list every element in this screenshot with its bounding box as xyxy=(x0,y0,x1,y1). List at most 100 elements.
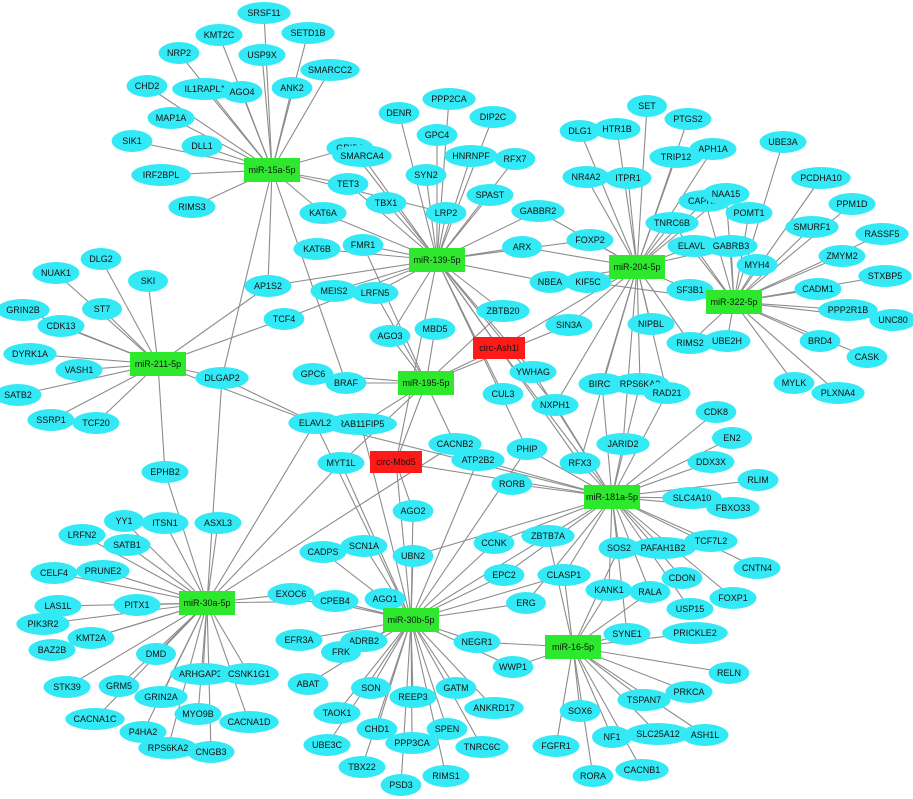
node-elavl3[interactable]: ELAVL3 xyxy=(667,235,721,257)
node-ddx3x[interactable]: DDX3X xyxy=(687,451,735,473)
node-dlgap2[interactable]: DLGAP2 xyxy=(195,367,249,389)
node-smurf1[interactable]: SMURF1 xyxy=(785,216,839,238)
node-rps6ka2[interactable]: RPS6KA2 xyxy=(138,737,198,759)
node-setd1b[interactable]: SETD1B xyxy=(281,22,335,44)
node-set[interactable]: SET xyxy=(627,95,667,117)
node-phip[interactable]: PHIP xyxy=(506,438,548,460)
node-kmt2c[interactable]: KMT2C xyxy=(195,24,243,46)
node-asxl3[interactable]: ASXL3 xyxy=(194,512,242,534)
node-meis2[interactable]: MEIS2 xyxy=(310,280,358,302)
node-dll1[interactable]: DLL1 xyxy=(181,135,223,157)
node-foxp1[interactable]: FOXP1 xyxy=(709,587,757,609)
node-tcf4[interactable]: TCF4 xyxy=(263,308,305,330)
node-grin2a[interactable]: GRIN2A xyxy=(134,686,188,708)
node-elavl2[interactable]: ELAVL2 xyxy=(288,412,342,434)
node-sf3b1[interactable]: SF3B1 xyxy=(666,279,714,301)
node-ski[interactable]: SKI xyxy=(128,270,168,292)
node-kat6b[interactable]: KAT6B xyxy=(293,238,341,260)
node-cngb3[interactable]: CNGB3 xyxy=(187,741,235,763)
node-dlg1[interactable]: DLG1 xyxy=(559,120,601,142)
node-mylk[interactable]: MYLK xyxy=(773,372,815,394)
node-atp2b2[interactable]: ATP2B2 xyxy=(451,449,505,471)
node-gabrb3[interactable]: GABRB3 xyxy=(704,235,758,257)
node-baz2b[interactable]: BAZ2B xyxy=(28,639,76,661)
node-efr3a[interactable]: EFR3A xyxy=(275,629,323,651)
node-gpc6[interactable]: GPC6 xyxy=(292,363,334,385)
node-rab11fip5[interactable]: RAB11FIP5 xyxy=(325,413,397,435)
node-clasp1[interactable]: CLASP1 xyxy=(537,564,591,586)
node-nuak1[interactable]: NUAK1 xyxy=(32,262,80,284)
node-birc6[interactable]: BIRC6 xyxy=(578,373,626,395)
node-cacna1c[interactable]: CACNA1C xyxy=(65,708,125,730)
node-son[interactable]: SON xyxy=(351,677,391,699)
node-nr4a2[interactable]: NR4A2 xyxy=(562,166,610,188)
node-circ-ash1l[interactable]: circ-Ash1l xyxy=(473,337,525,359)
node-cntn4[interactable]: CNTN4 xyxy=(733,557,781,579)
node-prune2[interactable]: PRUNE2 xyxy=(76,560,130,582)
node-usp9x[interactable]: USP9X xyxy=(238,44,286,66)
node-epc2[interactable]: EPC2 xyxy=(483,564,525,586)
node-stk39[interactable]: STK39 xyxy=(43,676,91,698)
node-mir-181a-5p[interactable]: miR-181a-5p xyxy=(584,485,640,509)
node-circ-mbd5[interactable]: circ-Mbd5 xyxy=(370,451,422,473)
node-mir-204-5p[interactable]: miR-204-5p xyxy=(609,255,665,279)
node-zbtb7a[interactable]: ZBTB7A xyxy=(521,525,575,547)
node-rorb[interactable]: RORB xyxy=(491,473,533,495)
node-nipbl[interactable]: NIPBL xyxy=(627,313,675,335)
node-rims3[interactable]: RIMS3 xyxy=(168,196,216,218)
node-mbd5[interactable]: MBD5 xyxy=(414,318,456,340)
node-fbxo33[interactable]: FBXO33 xyxy=(706,497,760,519)
node-ppm1d[interactable]: PPM1D xyxy=(828,193,876,215)
node-rfx3[interactable]: RFX3 xyxy=(559,452,601,474)
node-st7[interactable]: ST7 xyxy=(82,298,122,320)
node-cdk8[interactable]: CDK8 xyxy=(695,401,737,423)
node-tbx1[interactable]: TBX1 xyxy=(365,192,407,214)
node-wwp1[interactable]: WWP1 xyxy=(492,656,534,678)
node-tcf20[interactable]: TCF20 xyxy=(72,412,120,434)
node-mir-15a-5p[interactable]: miR-15a-5p xyxy=(244,158,300,182)
node-ppp2r1b[interactable]: PPP2R1B xyxy=(818,299,878,321)
node-ppp2ca[interactable]: PPP2CA xyxy=(422,88,476,110)
node-pafah1b2[interactable]: PAFAH1B2 xyxy=(630,537,696,559)
node-ankrd17[interactable]: ANKRD17 xyxy=(464,697,524,719)
node-tnrc6c[interactable]: TNRC6C xyxy=(455,736,509,758)
node-ccnk[interactable]: CCNK xyxy=(473,532,515,554)
node-itsn1[interactable]: ITSN1 xyxy=(141,512,189,534)
node-pomt1[interactable]: POMT1 xyxy=(725,202,773,224)
node-mir-211-5p[interactable]: miR-211-5p xyxy=(130,352,186,376)
node-arx[interactable]: ARX xyxy=(502,236,542,258)
node-lrp2[interactable]: LRP2 xyxy=(425,202,467,224)
node-slc25a12[interactable]: SLC25A12 xyxy=(625,723,691,745)
node-lrfn5[interactable]: LRFN5 xyxy=(351,282,399,304)
node-frk[interactable]: FRK xyxy=(321,641,361,663)
node-arhgap32[interactable]: ARHGAP32 xyxy=(170,663,236,685)
node-pitx1[interactable]: PITX1 xyxy=(113,594,161,616)
node-hnrnpf[interactable]: HNRNPF xyxy=(444,145,498,167)
node-cacnb1[interactable]: CACNB1 xyxy=(615,759,669,781)
node-taok1[interactable]: TAOK1 xyxy=(313,702,361,724)
node-gpc4[interactable]: GPC4 xyxy=(416,124,458,146)
node-chd2[interactable]: CHD2 xyxy=(126,75,168,97)
node-rad21[interactable]: RAD21 xyxy=(643,382,691,404)
node-mir-139-5p[interactable]: miR-139-5p xyxy=(409,248,465,272)
node-kif5c[interactable]: KIF5C xyxy=(564,271,612,293)
node-slc4a10[interactable]: SLC4A10 xyxy=(662,487,722,509)
node-cul3[interactable]: CUL3 xyxy=(482,383,524,405)
node-ube3a[interactable]: UBE3A xyxy=(759,131,807,153)
node-map1a[interactable]: MAP1A xyxy=(147,107,195,129)
node-kmt2a[interactable]: KMT2A xyxy=(67,627,115,649)
node-nxph1[interactable]: NXPH1 xyxy=(531,394,579,416)
node-dmd[interactable]: DMD xyxy=(136,643,176,665)
node-rlim[interactable]: RLIM xyxy=(737,469,779,491)
node-ago3[interactable]: AGO3 xyxy=(369,325,411,347)
node-p4ha2[interactable]: P4HA2 xyxy=(119,721,167,743)
node-tspan7[interactable]: TSPAN7 xyxy=(617,689,671,711)
node-usp15[interactable]: USP15 xyxy=(666,598,714,620)
node-yy1[interactable]: YY1 xyxy=(104,510,144,532)
node-reln[interactable]: RELN xyxy=(708,662,750,684)
node-scn1a[interactable]: SCN1A xyxy=(340,535,388,557)
node-nbea[interactable]: NBEA xyxy=(529,271,571,293)
node-cacnb2[interactable]: CACNB2 xyxy=(428,433,482,455)
node-smarcc2[interactable]: SMARCC2 xyxy=(300,59,360,81)
node-rfx7[interactable]: RFX7 xyxy=(494,148,536,170)
